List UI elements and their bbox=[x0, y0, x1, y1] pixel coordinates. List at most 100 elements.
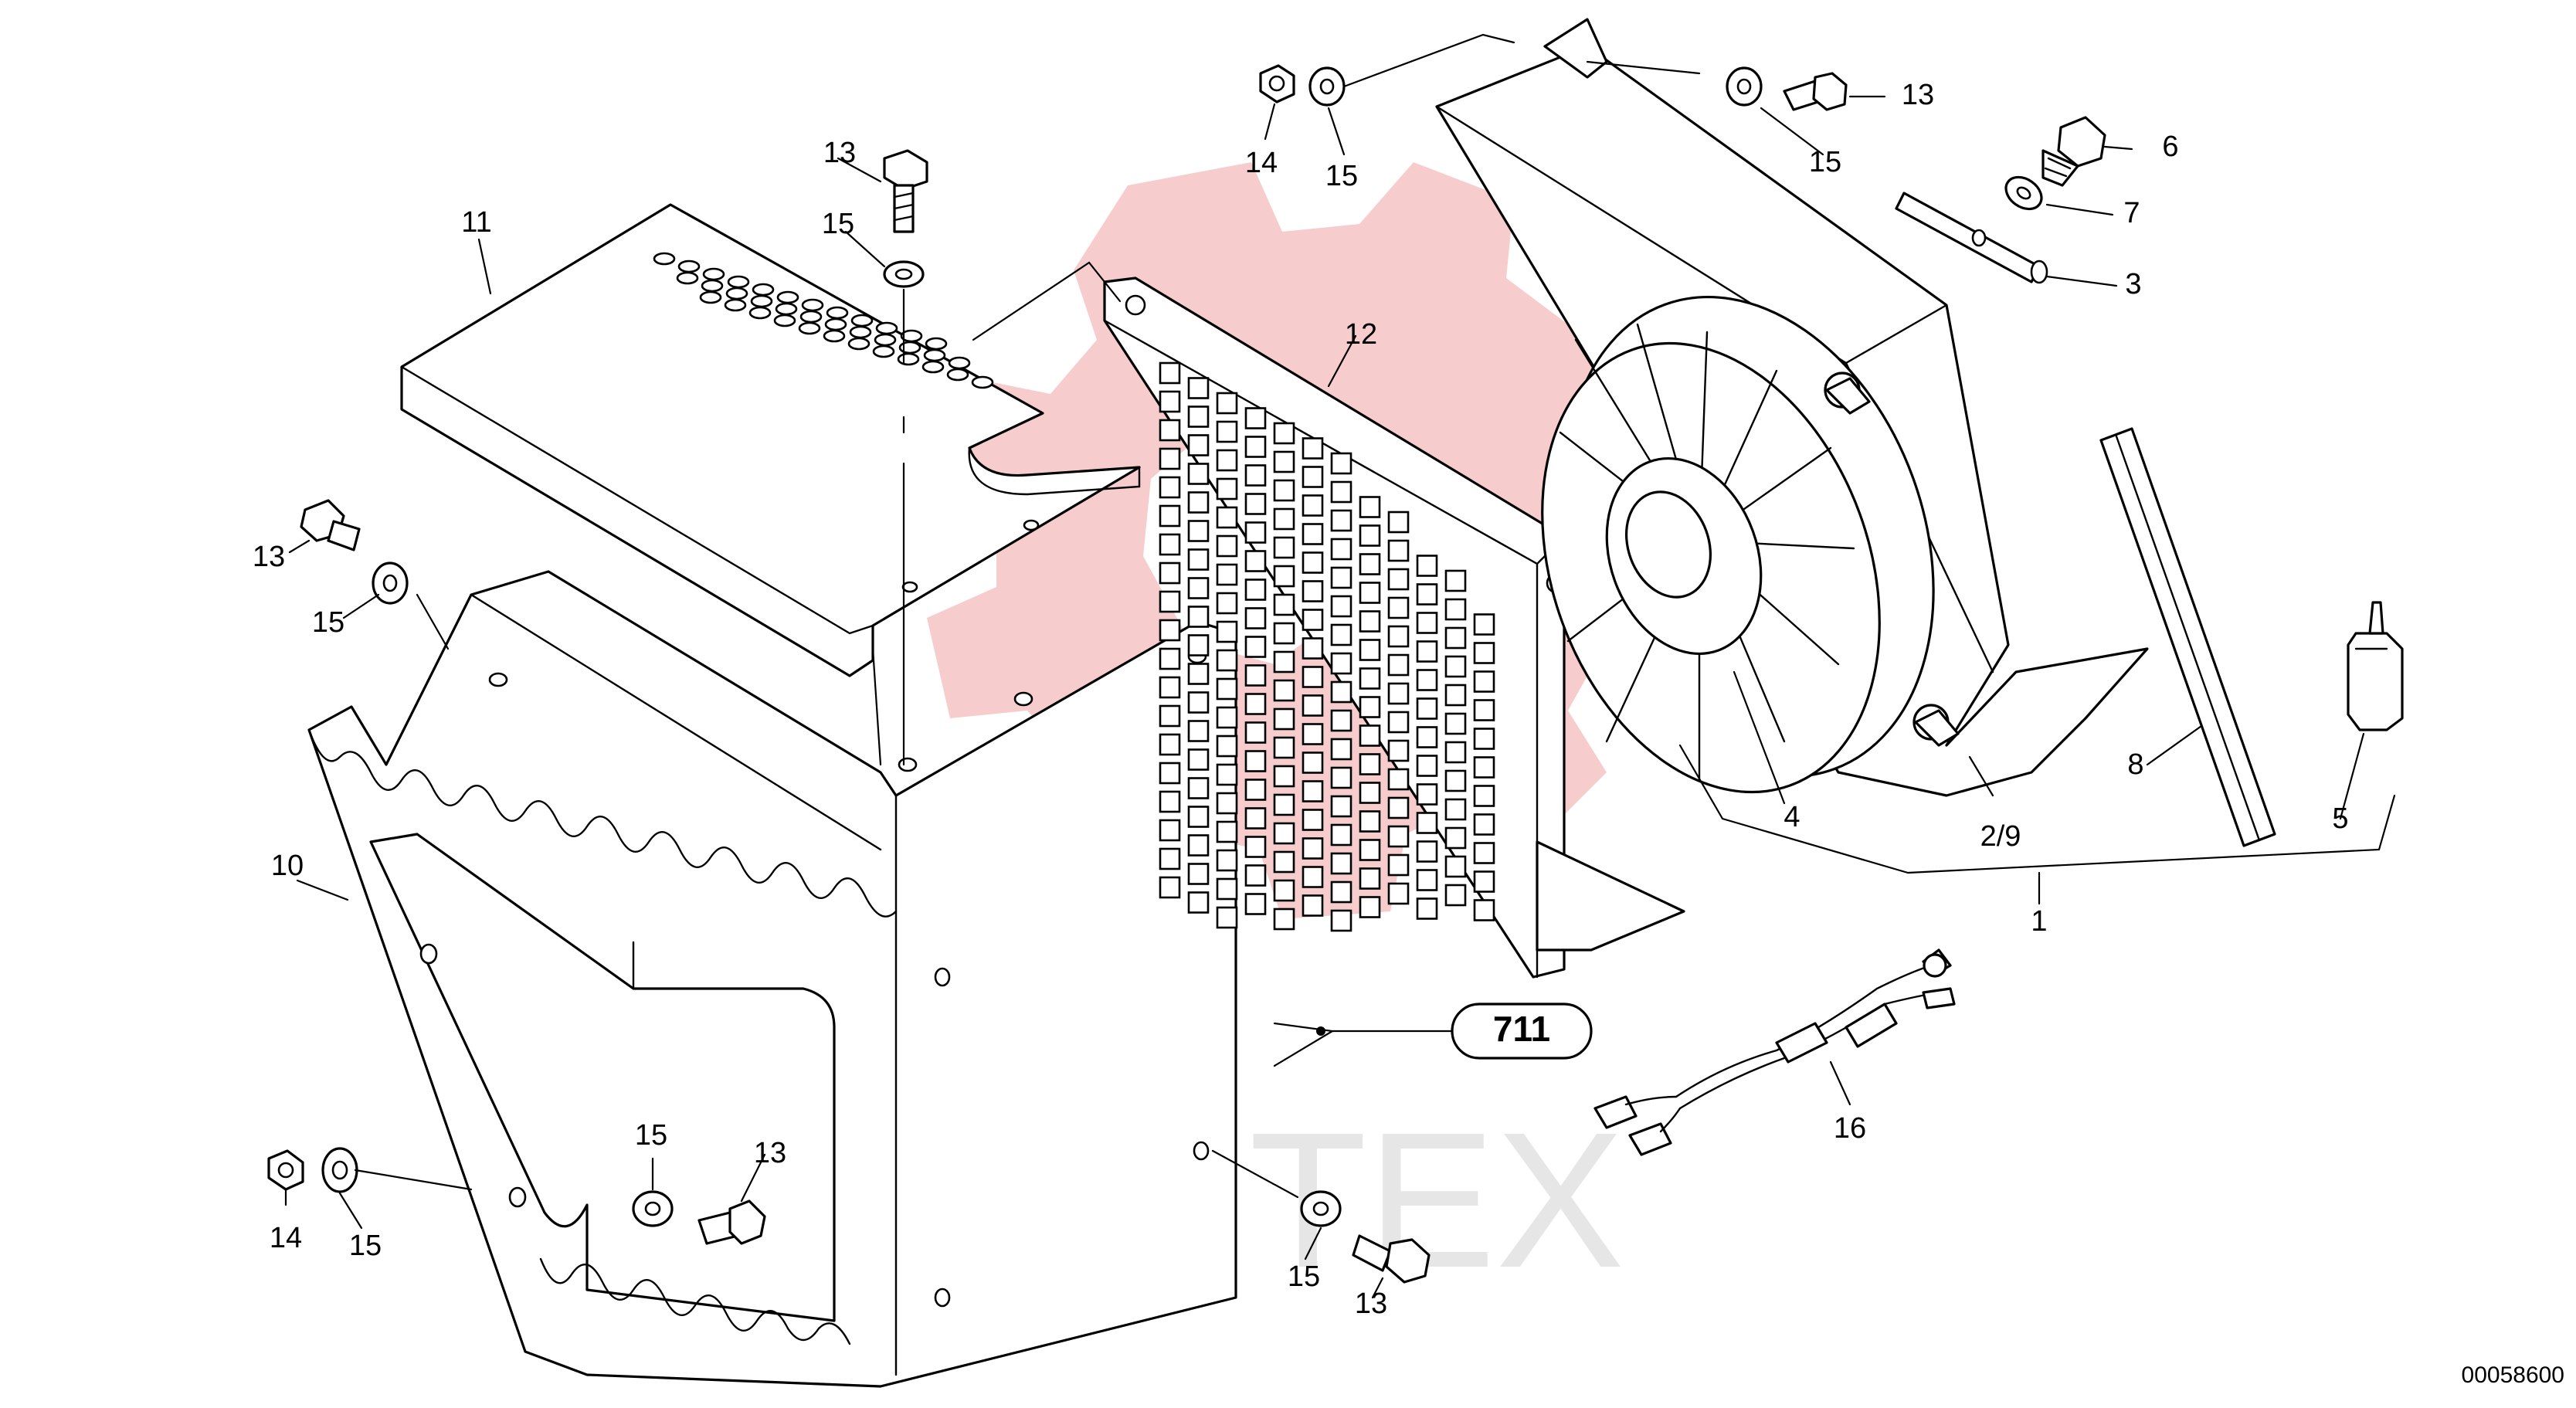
grille-cell bbox=[1159, 733, 1181, 756]
grille-cell bbox=[1444, 769, 1467, 792]
grille-cell bbox=[1444, 626, 1467, 650]
callout-13-top: 13 bbox=[823, 137, 856, 169]
grille-cell bbox=[1359, 839, 1381, 861]
grille-cell bbox=[1359, 667, 1381, 690]
grille-cell bbox=[1273, 565, 1295, 588]
grille-cell bbox=[1159, 876, 1181, 899]
grille-cell bbox=[1187, 720, 1210, 742]
grille-cell bbox=[1187, 663, 1210, 685]
grille-cell bbox=[1302, 637, 1324, 660]
grille-cell bbox=[1330, 766, 1352, 789]
callout-1: 1 bbox=[2031, 905, 2047, 938]
grille-cell bbox=[1216, 534, 1238, 558]
seal-strip-part-8 bbox=[2099, 427, 2276, 847]
grille-cell bbox=[1244, 807, 1267, 830]
grille-cell bbox=[1359, 810, 1381, 833]
grille-cell bbox=[1159, 476, 1181, 499]
grille-cell bbox=[1359, 696, 1381, 718]
grille-cell bbox=[1330, 652, 1352, 675]
callout-16: 16 bbox=[1834, 1112, 1866, 1145]
top-cover-vent-holes bbox=[653, 252, 994, 389]
grille-cell bbox=[1330, 880, 1352, 904]
grille-cell bbox=[1444, 569, 1467, 592]
grille-cell bbox=[1302, 466, 1324, 488]
grille-cell bbox=[1473, 842, 1495, 864]
grille-part-12 bbox=[1103, 277, 1685, 979]
grille-cell bbox=[1416, 812, 1438, 834]
grille-cell bbox=[1473, 613, 1495, 636]
grille-cell bbox=[1330, 852, 1352, 875]
grille-cell bbox=[1444, 741, 1467, 764]
grille-cell bbox=[1302, 866, 1324, 888]
callout-15-left: 15 bbox=[312, 606, 344, 639]
callout-10: 10 bbox=[271, 850, 304, 882]
callout-15-top: 15 bbox=[822, 208, 854, 240]
grille-cell bbox=[1473, 670, 1495, 693]
grille-cell bbox=[1387, 711, 1410, 734]
grille-cell bbox=[1359, 867, 1381, 890]
callout-13-bottom-right: 13 bbox=[1355, 1288, 1387, 1320]
grille-cell bbox=[1244, 521, 1267, 544]
grille-cell bbox=[1216, 792, 1238, 815]
grille-cell bbox=[1244, 893, 1267, 915]
grille-cell bbox=[1387, 596, 1410, 619]
grille-cells bbox=[1159, 361, 1495, 932]
grille-cell bbox=[1273, 822, 1295, 845]
grille-cell bbox=[1187, 606, 1210, 628]
wiring-harness-part-16 bbox=[1593, 948, 1956, 1156]
grille-cell bbox=[1216, 649, 1238, 672]
grille-cell bbox=[1387, 511, 1410, 534]
grille-cell bbox=[1302, 523, 1324, 545]
grille-cell bbox=[1302, 809, 1324, 831]
grille-cell bbox=[1216, 477, 1238, 500]
grille-cell bbox=[1244, 721, 1267, 744]
grille-cell bbox=[1302, 837, 1324, 860]
grille-cell bbox=[1387, 825, 1410, 848]
grille-cell bbox=[1273, 622, 1295, 645]
reference-box-711[interactable]: 711 bbox=[1451, 1003, 1593, 1060]
grille-cell bbox=[1330, 623, 1352, 646]
grille-cell bbox=[1387, 882, 1410, 905]
grille-cell bbox=[1159, 504, 1181, 528]
grille-cell bbox=[1187, 863, 1210, 885]
grille-cell bbox=[1187, 577, 1210, 599]
grille-cell bbox=[1387, 853, 1410, 877]
grille-cell bbox=[1473, 870, 1495, 893]
sensor-part-5 bbox=[2347, 601, 2404, 731]
grille-cell bbox=[1159, 790, 1181, 813]
grille-cell bbox=[1444, 684, 1467, 707]
grille-cell bbox=[1244, 693, 1267, 715]
leader-lines bbox=[416, 261, 2396, 1067]
grille-cell bbox=[1159, 390, 1181, 413]
grille-cell bbox=[1244, 664, 1267, 687]
reference-box-label: 711 bbox=[1493, 1009, 1550, 1049]
grille-cell bbox=[1159, 361, 1181, 385]
grille-cell bbox=[1244, 550, 1267, 572]
bolt-part-6 bbox=[2041, 116, 2106, 187]
grille-cell bbox=[1216, 592, 1238, 615]
grille-cell bbox=[1273, 422, 1295, 445]
grille-cell bbox=[1159, 847, 1181, 870]
grille-cell bbox=[1302, 494, 1324, 517]
grille-cell bbox=[1187, 634, 1210, 657]
grille-cell bbox=[1416, 755, 1438, 777]
callout-15-top-right: 15 bbox=[1809, 146, 1841, 178]
grille-cell bbox=[1273, 507, 1295, 531]
callout-2-9: 2/9 bbox=[1980, 820, 2021, 853]
callout-11: 11 bbox=[461, 206, 491, 239]
grille-cell bbox=[1187, 377, 1210, 399]
grille-cell bbox=[1187, 434, 1210, 456]
document-number: 00058600 bbox=[2462, 1362, 2564, 1388]
grille-cell bbox=[1330, 795, 1352, 818]
grille-cell bbox=[1216, 735, 1238, 758]
grille-cell bbox=[1359, 524, 1381, 547]
grille-cell bbox=[1187, 491, 1210, 514]
grille-cell bbox=[1273, 450, 1295, 473]
callout-15-bottom-left: 15 bbox=[349, 1230, 382, 1262]
grille-cell bbox=[1302, 780, 1324, 802]
grille-cell bbox=[1159, 676, 1181, 699]
grille-cell bbox=[1387, 539, 1410, 562]
grille-cell bbox=[1244, 779, 1267, 801]
grille-cell bbox=[1387, 768, 1410, 791]
